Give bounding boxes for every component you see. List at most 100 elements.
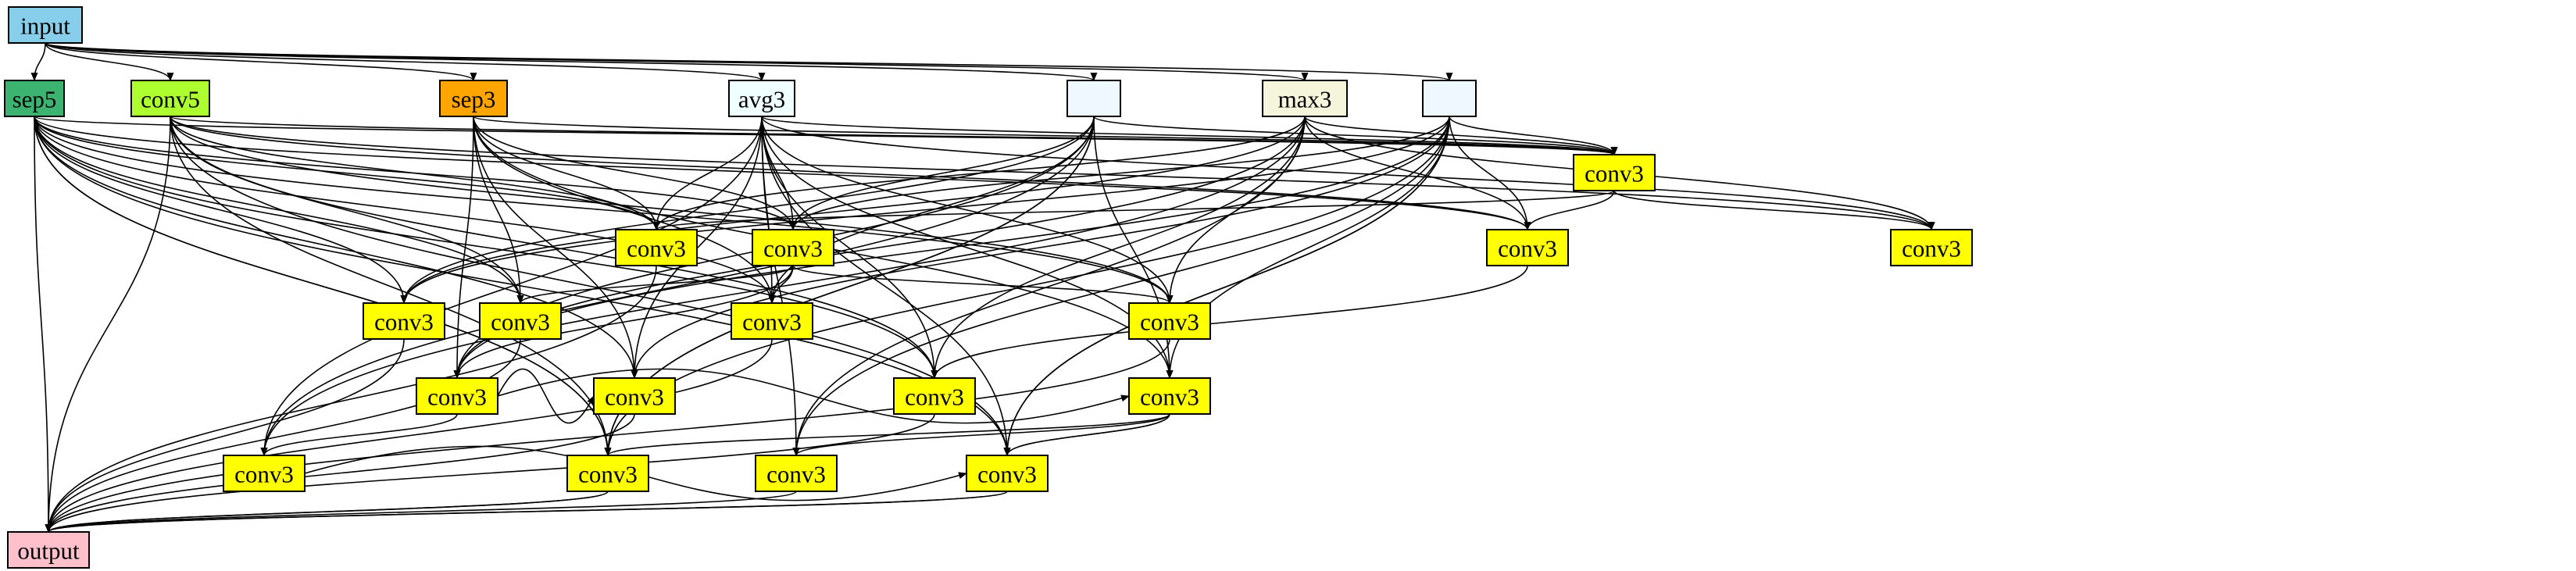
edge-sep5-to-c6 (34, 116, 408, 304)
edge-blank2-to-c19 (604, 116, 1450, 456)
edge-avg3-to-c17 (761, 116, 1011, 456)
edge-conv5-to-output (45, 116, 171, 533)
edge-blank2-to-c18 (792, 116, 1450, 456)
node-c7-label: conv3 (491, 309, 550, 336)
node-input-box (8, 6, 83, 44)
node-c18-label: conv3 (766, 461, 826, 488)
edge-sep5-to-c7 (34, 116, 524, 304)
edge-conv5-to-c9 (170, 116, 1174, 304)
node-conv5-label: conv5 (141, 86, 200, 113)
node-c8: conv3 (731, 302, 813, 340)
edge-blank1-to-c14 (260, 116, 1095, 456)
node-c10-box (416, 377, 498, 415)
node-sep5-label: sep5 (13, 86, 57, 113)
node-input: input (8, 6, 83, 44)
edge-c10-to-c13 (497, 368, 1130, 424)
edge-sep5-to-output (34, 116, 52, 533)
edge-blank2-to-c11 (631, 116, 1450, 379)
node-c6: conv3 (363, 302, 445, 340)
node-c1: conv3 (1573, 154, 1656, 191)
edge-sep3-to-c2 (473, 116, 660, 230)
node-blank1-box (1066, 80, 1121, 117)
edge-avg3-to-c18 (761, 116, 800, 456)
node-sep5: sep5 (4, 80, 65, 117)
node-c8-box (731, 302, 813, 340)
node-c14-label: conv3 (234, 461, 294, 488)
node-conv5: conv5 (130, 80, 210, 117)
edge-max3-to-c1 (1304, 116, 1618, 155)
edge-avg3-to-c11 (631, 116, 763, 379)
node-blank2 (1422, 80, 1477, 117)
edge-sep5-to-c12 (34, 116, 938, 379)
node-avg3: avg3 (728, 80, 795, 117)
node-c4-label: conv3 (1498, 235, 1557, 262)
node-avg3-label: avg3 (738, 86, 785, 113)
edge-conv5-to-c4 (170, 116, 1531, 230)
edge-c3-to-c9 (792, 265, 1174, 304)
node-c6-box (363, 302, 445, 340)
node-output-label: output (17, 537, 80, 565)
edge-blank2-to-c17 (1003, 116, 1450, 456)
node-c4: conv3 (1486, 229, 1569, 266)
edge-input-to-conv5 (45, 42, 174, 81)
node-sep3: sep3 (439, 80, 508, 117)
edge-c10-to-c11 (497, 368, 595, 424)
edge-input-to-blank2 (45, 42, 1452, 81)
edge-sep5-to-c19 (34, 116, 612, 456)
node-c4-box (1486, 229, 1569, 266)
edge-conv5-to-c15 (170, 116, 612, 456)
node-c12-label: conv3 (905, 384, 964, 411)
node-c5-box (1890, 229, 1973, 266)
node-c12: conv3 (893, 377, 976, 415)
edge-blank2-to-c4 (1449, 116, 1531, 230)
edge-sep3-to-c10 (453, 116, 474, 379)
edge-c11-to-output (45, 413, 635, 533)
edge-max3-to-c6 (400, 116, 1306, 304)
node-c12-box (893, 377, 976, 415)
edge-max3-to-c14 (260, 116, 1306, 456)
node-c7: conv3 (479, 302, 562, 340)
edge-c19-to-output (45, 491, 609, 533)
edge-blank2-to-c6 (400, 116, 1450, 304)
edge-c8-to-output (45, 338, 773, 533)
node-blank1 (1066, 80, 1121, 117)
edge-input-to-avg3 (45, 42, 766, 81)
edge-layer (30, 42, 1935, 533)
edge-max3-to-c18 (792, 116, 1306, 456)
node-c6-label: conv3 (374, 309, 434, 336)
node-c7-box (479, 302, 562, 340)
node-c5-label: conv3 (1902, 235, 1961, 262)
edge-c1-to-c2 (652, 190, 1615, 230)
edge-c3-to-c10 (453, 265, 794, 379)
edge-c12-to-output (45, 413, 935, 533)
edge-blank1-to-c6 (400, 116, 1095, 304)
edge-conv5-to-c1 (170, 116, 1617, 155)
node-c14-box (223, 455, 305, 492)
edge-avg3-to-c2 (652, 116, 763, 230)
edge-sep5-to-c2 (34, 116, 660, 230)
node-c18: conv3 (755, 455, 838, 492)
node-c19-label: conv3 (578, 461, 638, 488)
node-c10: conv3 (416, 377, 498, 415)
edge-avg3-to-c14 (260, 116, 763, 456)
edge-sep3-to-c11 (473, 116, 638, 379)
edge-c2-to-output (45, 265, 657, 533)
edge-blank1-to-c3 (789, 116, 1095, 230)
edge-c4-to-c12 (931, 265, 1528, 379)
node-c2-label: conv3 (627, 235, 686, 262)
node-c18-box (755, 455, 838, 492)
node-c10-label: conv3 (427, 384, 487, 411)
edge-conv5-to-c5 (170, 116, 1935, 230)
edge-sep3-to-c8 (473, 116, 776, 304)
node-c19: conv3 (566, 455, 649, 492)
edge-sep3-to-c3 (473, 116, 797, 230)
node-c3-box (752, 229, 834, 266)
node-c1-box (1573, 154, 1656, 191)
node-c3-label: conv3 (763, 235, 823, 262)
node-c11: conv3 (593, 377, 676, 415)
edge-conv5-to-c2 (170, 116, 660, 230)
edge-sep3-to-c1 (473, 116, 1617, 155)
node-c17-box (966, 455, 1049, 492)
edge-sep5-to-c1 (34, 116, 1617, 155)
